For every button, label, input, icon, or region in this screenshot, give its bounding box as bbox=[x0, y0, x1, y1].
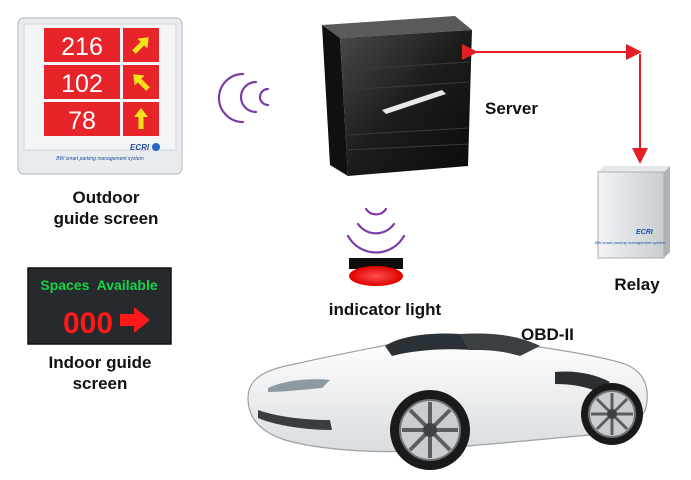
outdoor-screen-label-line2: guide screen bbox=[54, 209, 159, 228]
indoor-screen-title: Spaces Available bbox=[40, 277, 157, 293]
brand-swirl-icon bbox=[152, 143, 160, 151]
outdoor-count-1: 216 bbox=[61, 33, 103, 61]
server-relay-connection bbox=[462, 44, 648, 164]
relay-caption: BW smart parking management system bbox=[595, 240, 666, 245]
arrow-up-left-icon bbox=[133, 74, 150, 91]
indicator-light bbox=[349, 258, 403, 286]
server-light-bar bbox=[382, 90, 446, 114]
wireless-signal-icon-left bbox=[217, 72, 270, 124]
outdoor-count-2: 102 bbox=[61, 70, 103, 98]
rear-wheel bbox=[581, 383, 643, 445]
relay-brand-logo: ECRI bbox=[636, 229, 654, 236]
outdoor-count-3: 78 bbox=[68, 107, 96, 135]
indoor-screen-label-line1: Indoor guide bbox=[49, 353, 152, 372]
wireless-signal-icon-center bbox=[346, 207, 406, 254]
obd-label: OBD-II bbox=[521, 325, 574, 344]
indicator-light-label: indicator light bbox=[329, 300, 442, 319]
indoor-screen-count: 000 bbox=[63, 307, 113, 340]
indoor-screen-label-line2: screen bbox=[73, 374, 128, 393]
arrow-up-right-icon bbox=[132, 37, 149, 54]
relay-label: Relay bbox=[614, 275, 660, 294]
relay-box: ECRI BW smart parking management system bbox=[595, 166, 670, 259]
server-label: Server bbox=[485, 99, 538, 118]
front-wheel bbox=[390, 390, 470, 470]
indoor-guide-screen: Spaces Available 000 bbox=[27, 267, 172, 345]
server bbox=[322, 16, 472, 176]
arrow-right-icon bbox=[120, 307, 150, 333]
headlight bbox=[268, 379, 330, 392]
outdoor-guide-screen: 216 102 78 ECRI BW smart parking managem… bbox=[17, 17, 183, 175]
arrow-up-icon bbox=[134, 108, 148, 129]
outdoor-screen-label-line1: Outdoor bbox=[72, 188, 139, 207]
outdoor-count-cell-2 bbox=[44, 65, 120, 99]
outdoor-count-cell-1 bbox=[44, 28, 120, 62]
outdoor-count-cell-3 bbox=[44, 102, 120, 136]
sports-car bbox=[247, 333, 648, 470]
outdoor-brand-logo: ECRI bbox=[130, 143, 150, 152]
outdoor-caption: BW smart parking management system bbox=[56, 156, 144, 162]
